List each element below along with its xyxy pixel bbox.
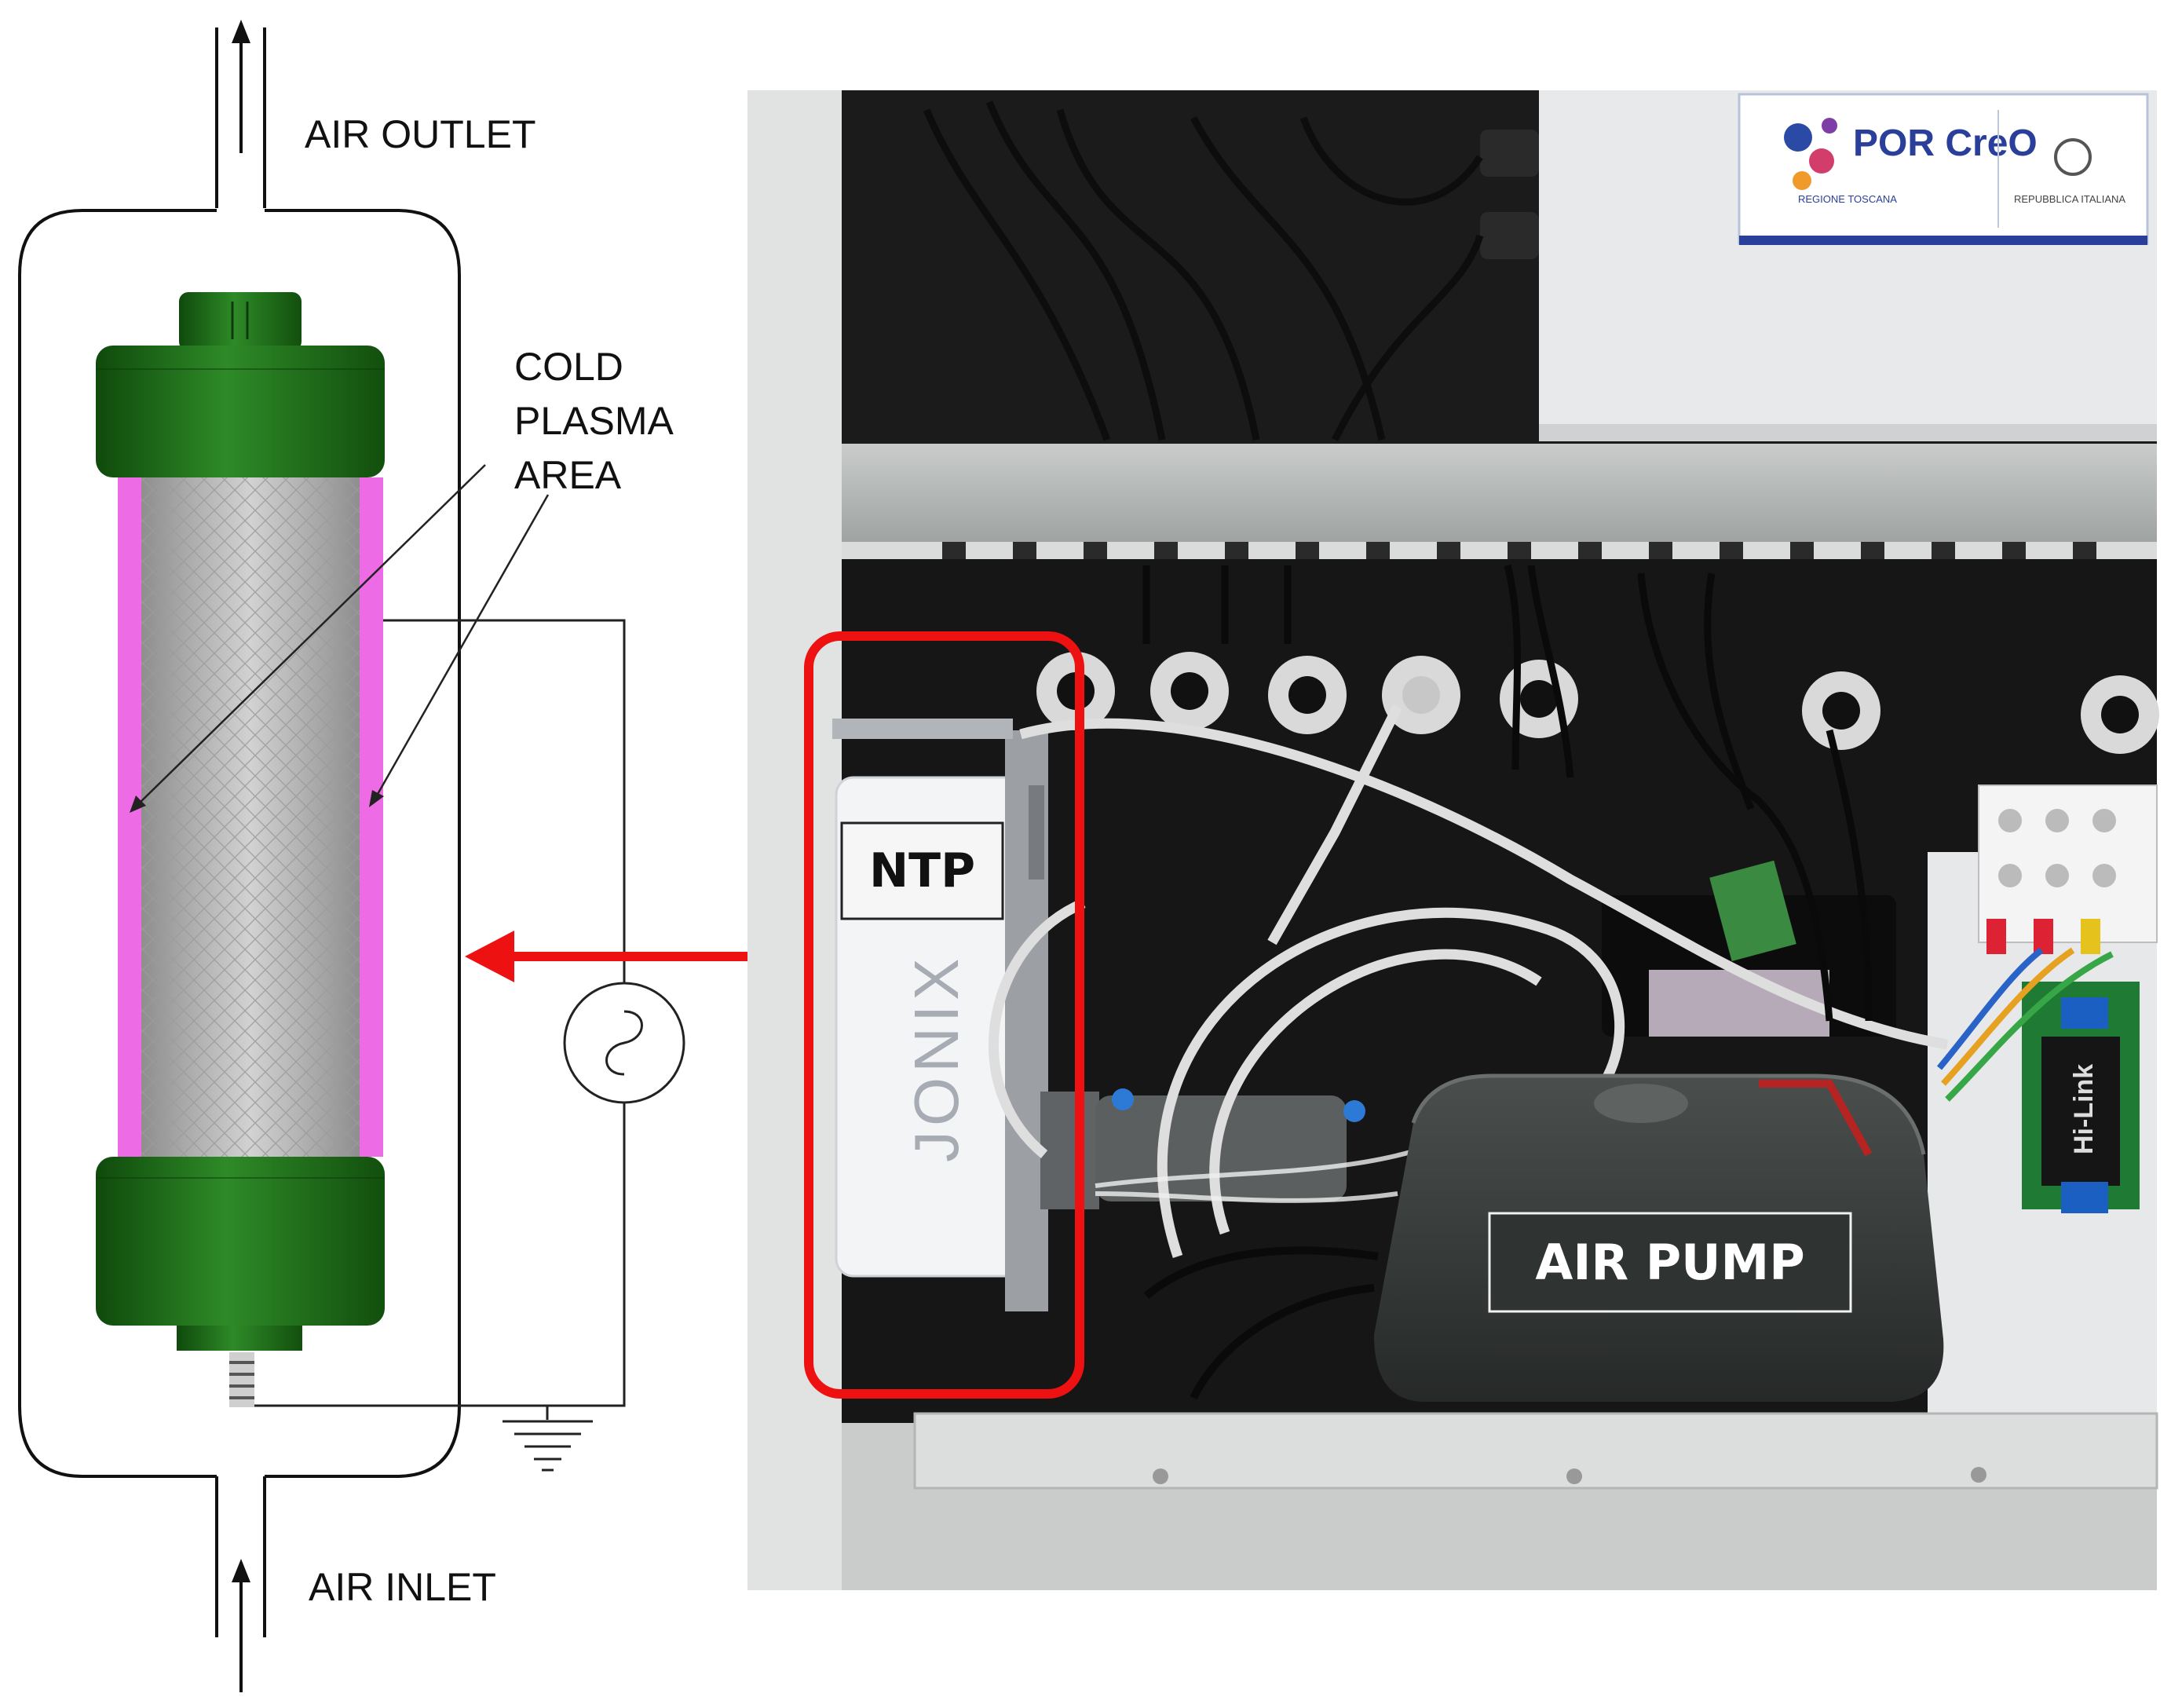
ground-icon bbox=[503, 1420, 593, 1472]
photo-logo-republic: REPUBBLICA ITALIANA bbox=[2014, 193, 2125, 205]
cold-plasma-label-line3: AREA bbox=[514, 453, 622, 497]
ntp-highlight bbox=[804, 631, 1084, 1399]
shelf bbox=[842, 444, 2157, 542]
reactor-schematic bbox=[18, 20, 685, 1692]
power-module: Hi-Link bbox=[2022, 982, 2140, 1213]
photo-brand-text: JONIX bbox=[901, 953, 971, 1162]
ac-source-icon bbox=[563, 982, 685, 1104]
air-outlet-label: AIR OUTLET bbox=[305, 112, 536, 156]
reactor-housing bbox=[18, 209, 461, 1478]
air-pump-label-box bbox=[1488, 1212, 1852, 1313]
photo-logo-sub: REGIONE TOSCANA bbox=[1798, 193, 1897, 205]
cold-plasma-label-line2: PLASMA bbox=[514, 399, 674, 443]
cold-plasma-label-line1: COLD bbox=[514, 345, 623, 389]
bottom-cap-nozzle bbox=[177, 1326, 302, 1351]
photo-logo-text: POR CreO bbox=[1853, 123, 2038, 164]
bottom-cap bbox=[96, 1157, 385, 1326]
air-inlet-label: AIR INLET bbox=[309, 1565, 496, 1609]
callout-line-right bbox=[372, 494, 550, 802]
plasma-layer-left bbox=[118, 477, 141, 1157]
photo-module-text: Hi-Link bbox=[2069, 1064, 2099, 1154]
ntp-label: NTP bbox=[868, 843, 976, 898]
top-cap-nozzle bbox=[179, 292, 302, 351]
circuit-wire-top bbox=[383, 619, 626, 984]
callout-line-left bbox=[134, 464, 486, 808]
plasma-layer-right bbox=[360, 477, 383, 1157]
circuit-wire-bottom bbox=[254, 1101, 626, 1407]
ntp-label-box bbox=[840, 821, 1004, 920]
terminal-block bbox=[1978, 785, 2158, 954]
arrow-up-icon bbox=[232, 20, 250, 43]
logo-panel bbox=[1738, 93, 2149, 245]
electrode-spring bbox=[229, 1352, 254, 1407]
front-lip bbox=[913, 1412, 2158, 1490]
air-pump-label: AIR PUMP bbox=[1535, 1234, 1805, 1291]
arrow-up-icon bbox=[232, 1559, 250, 1582]
top-cap bbox=[96, 346, 385, 477]
